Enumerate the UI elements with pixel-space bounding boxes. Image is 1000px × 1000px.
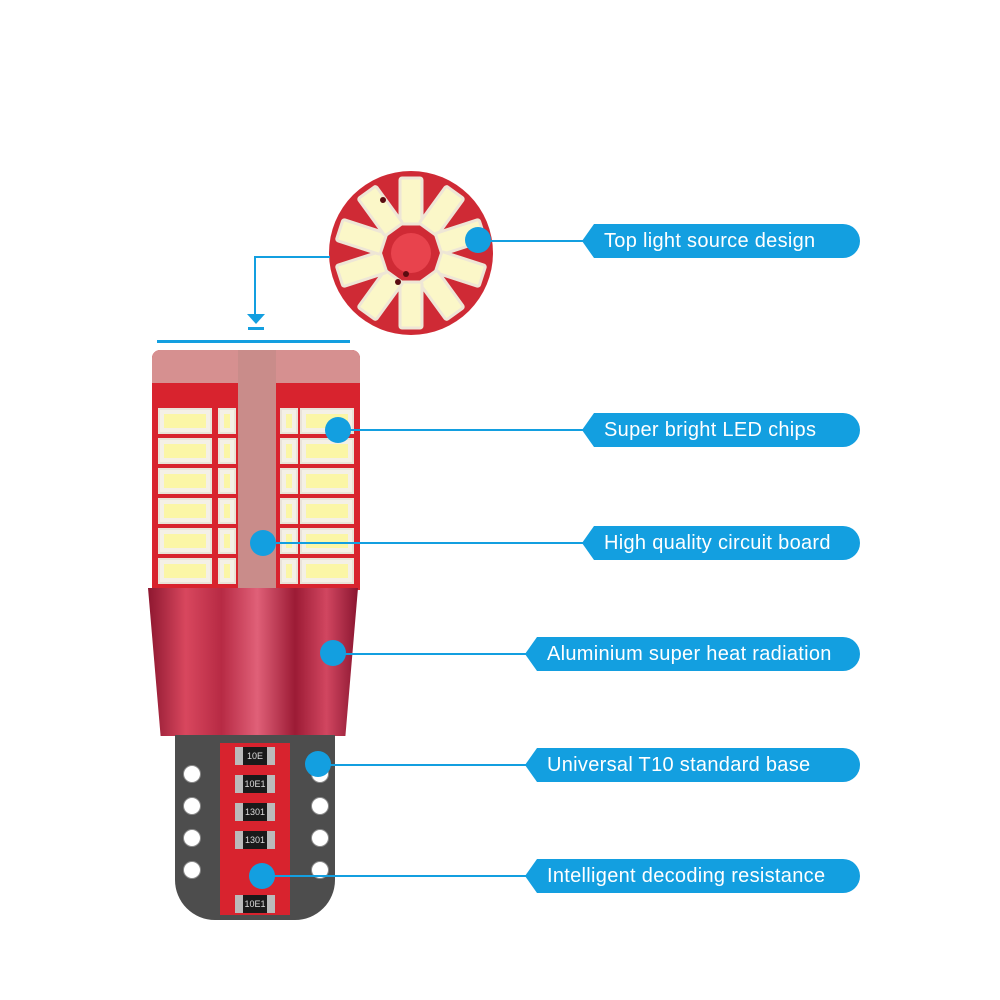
callout-line (478, 240, 584, 242)
callout-t10-base: Universal T10 standard base (525, 748, 860, 782)
resistor: 1301 (235, 803, 275, 821)
contact-hole (183, 797, 201, 815)
resistor: 10E1 (235, 895, 275, 913)
led-chip (357, 185, 404, 237)
contact-hole (311, 861, 329, 879)
resistor: 10E1 (235, 775, 275, 793)
top-width-marker (157, 340, 350, 343)
led-chip (218, 528, 236, 554)
callout-decoding-resistance: Intelligent decoding resistance (525, 859, 860, 893)
resistor: 10E (235, 747, 275, 765)
led-chip (300, 558, 354, 584)
led-chip (280, 468, 298, 494)
callout-top-light-source: Top light source design (582, 224, 860, 258)
led-chip (398, 280, 424, 330)
contact-hole (183, 829, 201, 847)
led-chip (300, 498, 354, 524)
led-chip (280, 558, 298, 584)
led-chip (158, 528, 212, 554)
led-chip (158, 438, 212, 464)
connector-line (255, 256, 330, 258)
contact-hole (183, 861, 201, 879)
connector-line (254, 256, 256, 318)
callout-heat-radiation: Aluminium super heat radiation (525, 637, 860, 671)
led-chip (218, 408, 236, 434)
led-chip (218, 498, 236, 524)
led-chip (335, 250, 388, 288)
callout-led-chips: Super bright LED chips (582, 413, 860, 447)
led-chip (158, 558, 212, 584)
led-chip (357, 269, 404, 321)
led-chip (418, 269, 465, 321)
led-chip (280, 498, 298, 524)
callout-line (338, 429, 584, 431)
led-chip (218, 438, 236, 464)
led-chip (398, 176, 424, 226)
led-chip (280, 528, 298, 554)
led-chip (218, 558, 236, 584)
led-chip (280, 408, 298, 434)
led-chip (158, 498, 212, 524)
led-chip (158, 408, 212, 434)
led-chip (280, 438, 298, 464)
led-chip (158, 468, 212, 494)
led-chip (418, 185, 465, 237)
contact-hole (183, 765, 201, 783)
top-light-source-view (329, 171, 493, 335)
led-chip (300, 438, 354, 464)
callout-line (333, 653, 527, 655)
callout-line (318, 764, 527, 766)
contact-hole (311, 829, 329, 847)
callout-circuit-board: High quality circuit board (582, 526, 860, 560)
led-chip (335, 218, 388, 256)
led-chip (218, 468, 236, 494)
led-chip (300, 468, 354, 494)
resistor-board: 10E 10E1 1301 1301 10E1 (220, 743, 290, 915)
led-chip (300, 528, 354, 554)
callout-line (262, 875, 527, 877)
arrow-down-icon (247, 314, 265, 330)
led-chip (434, 250, 487, 288)
contact-hole (311, 797, 329, 815)
resistor: 1301 (235, 831, 275, 849)
callout-line (263, 542, 584, 544)
